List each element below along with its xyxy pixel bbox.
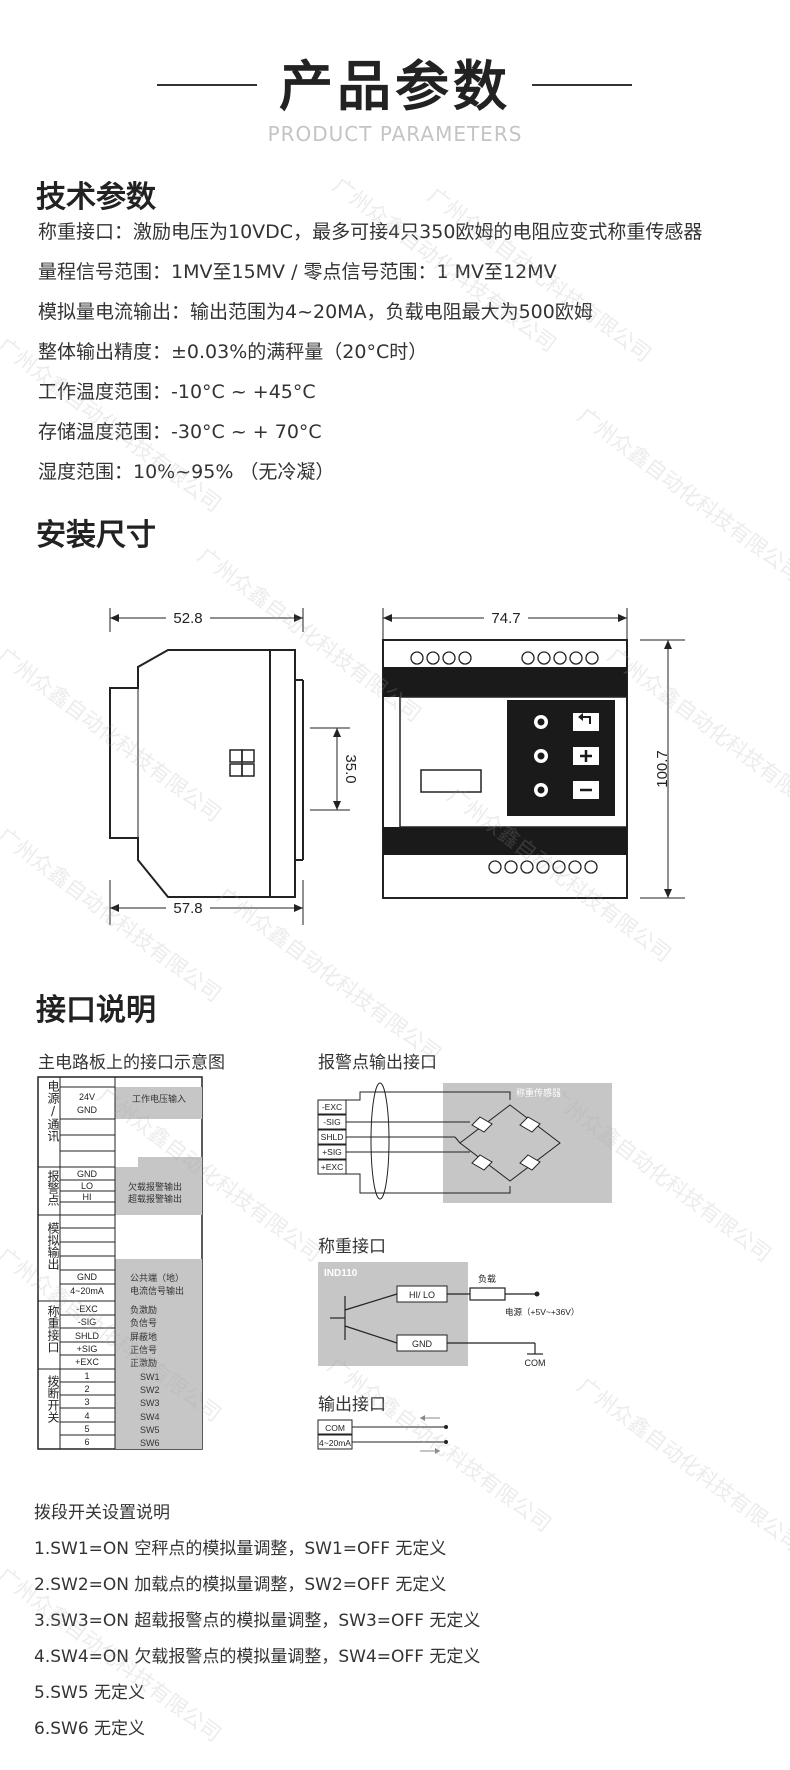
switch-note-4: 4.SW4=ON 欠载报警点的模拟量调整，SW4=OFF 无定义: [34, 1647, 481, 1667]
weigh-interface-diagram: IND110 HI/ LO GND 负载 电源（+5V~+36V） COM: [318, 1262, 579, 1368]
group-alarm: 报警点: [46, 1170, 60, 1206]
alarm-title: 报警点输出接口: [318, 1053, 437, 1073]
dim-side-height: 35.0: [342, 754, 359, 783]
term-dip-4: 4: [84, 1411, 89, 1421]
param-analog-output: 模拟量电流输出：输出范围为4~20MA，负载电阻最大为500欧姆: [38, 301, 593, 323]
term-analog-gnd: GND: [77, 1272, 98, 1282]
term-dip-3: 3: [84, 1397, 89, 1407]
front-bottom-terminals: [488, 860, 598, 874]
switch-note-6: 6.SW6 无定义: [34, 1719, 146, 1739]
page-subtitle: PRODUCT PARAMETERS: [267, 122, 523, 146]
term-power-gnd: GND: [77, 1105, 98, 1115]
desc-shld: 屏蔽地: [130, 1331, 157, 1342]
sensor-pos-sig: +SIG: [322, 1147, 342, 1157]
group-weigh: 称重接口: [46, 1305, 60, 1353]
weigh-load: 负载: [478, 1273, 496, 1284]
term-4-20ma: 4~20mA: [70, 1286, 104, 1296]
weigh-model: IND110: [324, 1268, 358, 1279]
sensor-diagram: 称重传感器 -EXC -SIG SHLD +SIG: [317, 1082, 612, 1203]
dim-front-width: 74.7: [491, 610, 520, 627]
desc-sw1: SW1: [140, 1372, 160, 1382]
term-24v: 24V: [79, 1092, 95, 1102]
term-dip-2: 2: [84, 1384, 89, 1394]
return-icon: [573, 713, 599, 731]
desc-sw3: SW3: [140, 1398, 160, 1408]
term-lo: LO: [81, 1181, 93, 1191]
out-com: COM: [325, 1423, 345, 1433]
interface-heading: 接口说明: [36, 993, 156, 1028]
desc-neg-sig: 负信号: [130, 1317, 157, 1328]
term-alarm-gnd: GND: [77, 1169, 98, 1179]
param-storage-temp: 存储温度范围：-30°C ~ + 70°C: [38, 421, 322, 443]
sensor-shld: SHLD: [321, 1132, 344, 1142]
keypad-leds: [534, 715, 548, 797]
desc-power: 工作电压输入: [132, 1093, 186, 1104]
term-shld: SHLD: [75, 1331, 100, 1341]
switch-note-3: 3.SW3=ON 超载报警点的模拟量调整，SW3=OFF 无定义: [34, 1611, 481, 1631]
switch-notes-title: 拨段开关设置说明: [34, 1503, 170, 1523]
sensor-pos-exc: +EXC: [321, 1162, 343, 1172]
dim-front-height: 100.7: [654, 750, 671, 788]
minus-icon: [573, 781, 599, 799]
weigh-gnd: GND: [412, 1339, 433, 1349]
desc-sw5: SW5: [140, 1425, 160, 1435]
page-title: 产品参数: [279, 55, 511, 118]
out-4-20ma: 4~20mA: [319, 1438, 351, 1448]
sensor-label: 称重传感器: [516, 1087, 561, 1098]
param-accuracy: 整体输出精度：±0.03%的满秤量（20°C时）: [38, 341, 428, 363]
output-title: 输出接口: [318, 1395, 386, 1415]
desc-sw2: SW2: [140, 1385, 160, 1395]
weigh-title: 称重接口: [318, 1237, 386, 1257]
term-dip-5: 5: [84, 1424, 89, 1434]
switch-note-1: 1.SW1=ON 空秤点的模拟量调整，SW1=OFF 无定义: [34, 1539, 447, 1559]
board-title: 主电路板上的接口示意图: [38, 1053, 225, 1073]
weigh-supply: 电源（+5V~+36V）: [505, 1307, 579, 1317]
desc-overload: 超载报警输出: [128, 1193, 182, 1204]
dim-side-bottom: 57.8: [173, 900, 202, 917]
tech-heading: 技术参数: [36, 180, 156, 215]
front-display-window: [420, 769, 482, 793]
output-interface-diagram: COM 4~20mA: [317, 1415, 448, 1454]
term-neg-exc: -EXC: [76, 1304, 98, 1314]
front-top-terminals: [410, 651, 599, 665]
desc-sw6: SW6: [140, 1438, 160, 1448]
board-table: [37, 1076, 203, 1450]
desc-pos-exc: 正激励: [130, 1357, 157, 1368]
title-left-rule: [157, 84, 257, 86]
param-weigh-interface: 称重接口：激励电压为10VDC，最多可接4只350欧姆的电阻应变式称重传感器: [38, 221, 703, 243]
group-analog: 模拟输出: [46, 1222, 60, 1270]
term-dip-6: 6: [84, 1437, 89, 1447]
weigh-hilo: HI/ LO: [409, 1290, 435, 1300]
term-neg-sig: -SIG: [78, 1317, 97, 1327]
desc-current: 电流信号输出: [130, 1285, 184, 1296]
weigh-com: COM: [525, 1358, 546, 1368]
group-power: 电源/通讯: [46, 1080, 60, 1142]
install-heading: 安装尺寸: [36, 518, 156, 553]
title-right-rule: [532, 84, 632, 86]
group-dip: 拨断开关: [46, 1375, 60, 1423]
sensor-neg-sig: -SIG: [323, 1117, 340, 1127]
param-range: 量程信号范围：1MV至15MV / 零点信号范围：1 MV至12MV: [38, 261, 557, 283]
desc-sw4: SW4: [140, 1412, 160, 1422]
desc-common: 公共端（地）: [130, 1272, 184, 1283]
dim-side-top: 52.8: [173, 610, 202, 627]
term-hi: HI: [83, 1192, 92, 1202]
term-pos-sig: +SIG: [77, 1344, 98, 1354]
desc-neg-exc: 负激励: [130, 1304, 157, 1315]
switch-note-2: 2.SW2=ON 加载点的模拟量调整，SW2=OFF 无定义: [34, 1575, 447, 1595]
desc-underload: 欠载报警输出: [128, 1181, 182, 1192]
param-work-temp: 工作温度范围：-10°C ~ +45°C: [38, 381, 316, 403]
term-pos-exc: +EXC: [75, 1357, 99, 1367]
sensor-neg-exc: -EXC: [322, 1102, 342, 1112]
param-humidity: 湿度范围：10%~95% （无冷凝）: [38, 461, 335, 483]
plus-icon: [573, 747, 599, 765]
switch-note-5: 5.SW5 无定义: [34, 1683, 146, 1703]
term-dip-1: 1: [84, 1371, 89, 1381]
desc-pos-sig: 正信号: [130, 1344, 157, 1355]
